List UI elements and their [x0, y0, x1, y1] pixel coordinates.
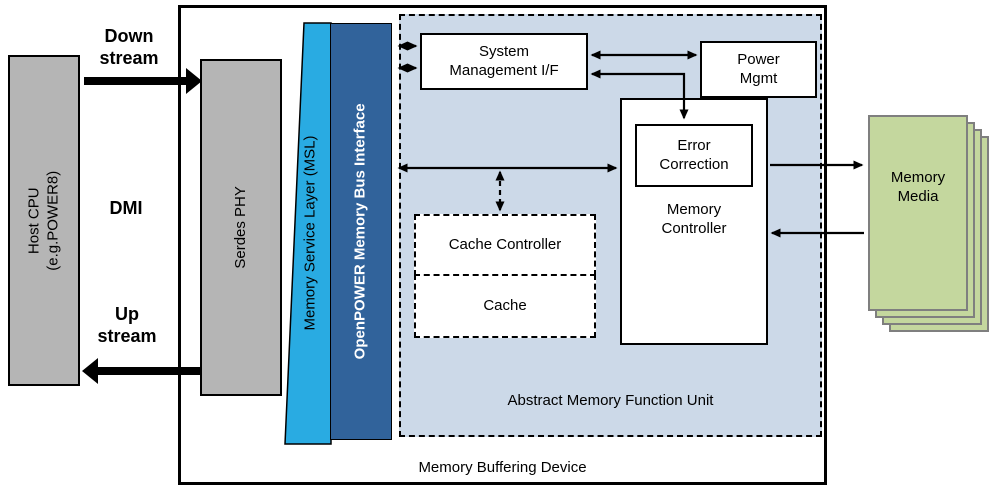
host-cpu-box: Host CPU (e.g.POWER8) — [8, 55, 80, 386]
cache-box: Cache — [414, 274, 596, 338]
dmi-label: DMI — [109, 198, 143, 218]
memory-media-card-front: Memory Media — [868, 115, 968, 311]
power-mgmt-label: Power Mgmt — [737, 50, 780, 87]
openpower-bus-box: OpenPOWER Memory Bus Interface — [330, 23, 392, 440]
memory-media-label: Memory Media — [890, 168, 946, 206]
system-management-if-label: System Management I/F — [449, 42, 559, 79]
upstream-label: Up stream — [97, 304, 157, 346]
power-mgmt-box: Power Mgmt — [700, 41, 817, 98]
memory-controller-box: Error Correction Memory Controller — [620, 98, 768, 345]
openpower-bus-label: OpenPOWER Memory Bus Interface — [351, 103, 369, 360]
amfu-label: Abstract Memory Function Unit — [507, 392, 714, 409]
serdes-phy-label: Serdes PHY — [231, 186, 249, 269]
cache-controller-label: Cache Controller — [448, 235, 562, 253]
system-management-if-box: System Management I/F — [420, 33, 588, 90]
msl-label: Memory Service Layer (MSL) — [301, 135, 319, 331]
memory-buffering-device-label: Memory Buffering Device — [418, 459, 587, 476]
serdes-phy-box: Serdes PHY — [200, 59, 282, 396]
host-cpu-label: Host CPU (e.g.POWER8) — [25, 170, 61, 271]
error-correction-box: Error Correction — [635, 124, 753, 187]
downstream-label: Down stream — [99, 26, 159, 68]
cache-controller-box: Cache Controller — [414, 214, 596, 276]
cache-label: Cache — [483, 296, 527, 314]
error-correction-label: Error Correction — [659, 136, 729, 173]
memory-controller-label: Memory Controller — [661, 201, 727, 237]
